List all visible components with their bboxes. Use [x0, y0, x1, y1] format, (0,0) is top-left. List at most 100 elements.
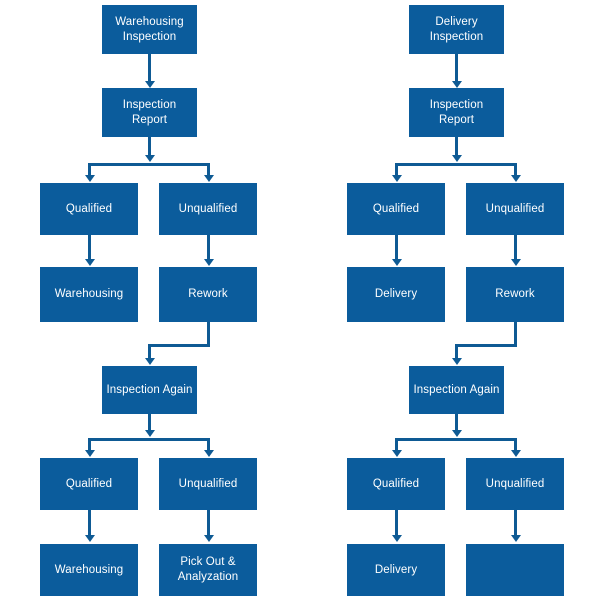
node-label: Pick Out & Analyzation	[177, 556, 239, 583]
flow-group-warehousing: Warehousing Inspection Inspection Report…	[40, 5, 257, 596]
arrowhead-down-icon	[391, 175, 402, 182]
node-rework-1[interactable]: Rework	[159, 267, 257, 322]
connector-reinspect-to-split	[455, 414, 458, 432]
node-label: Warehousing	[54, 563, 124, 576]
node-unqualified-1[interactable]: Unqualified	[466, 183, 564, 235]
node-label: Delivery Inspection	[429, 15, 484, 43]
node-qualified-1[interactable]: Qualified	[347, 183, 445, 235]
node-qualified-1[interactable]: Qualified	[40, 183, 138, 235]
node-label: Inspection Again	[106, 383, 193, 396]
connector-start-to-report	[455, 54, 458, 82]
connector-split-right-1	[514, 163, 517, 176]
connector-split-right-2	[514, 438, 517, 451]
arrowhead-down-icon	[510, 259, 521, 266]
node-label: Unqualified	[178, 477, 238, 490]
node-label: Unqualified	[178, 202, 238, 215]
connector-unqualified-to-rework-1	[207, 235, 210, 260]
node-label: Inspection Again	[413, 383, 500, 396]
arrowhead-down-icon	[510, 450, 521, 457]
connector-split-bar-1	[88, 163, 210, 166]
arrowhead-down-icon	[144, 81, 155, 88]
connector-split-left-2	[395, 438, 398, 451]
connector-rework-down	[207, 322, 210, 346]
node-label: Delivery	[374, 288, 418, 300]
connector-split-left-1	[395, 163, 398, 176]
node-inspection-report[interactable]: Inspection Report	[102, 88, 197, 137]
node-inspection-report[interactable]: Inspection Report	[409, 88, 504, 137]
connector-split-bar-2	[88, 438, 210, 441]
node-inspection-again[interactable]: Inspection Again	[409, 366, 504, 414]
arrowhead-down-icon	[203, 535, 214, 542]
node-label: Inspection Report	[122, 98, 177, 126]
arrowhead-down-icon	[84, 259, 95, 266]
arrowhead-down-icon	[203, 175, 214, 182]
connector-split-right-1	[207, 163, 210, 176]
node-label: Qualified	[65, 202, 113, 215]
arrowhead-down-icon	[144, 430, 155, 437]
node-outcome-qualified-1[interactable]: Warehousing	[40, 267, 138, 322]
node-label: Rework	[188, 288, 228, 300]
node-label: Unqualified	[485, 477, 545, 490]
arrowhead-down-icon	[451, 81, 462, 88]
connector-reinspect-to-split	[148, 414, 151, 432]
arrowhead-down-icon	[451, 430, 462, 437]
arrowhead-down-icon	[451, 155, 462, 162]
node-qualified-2[interactable]: Qualified	[40, 458, 138, 510]
node-warehousing-inspection[interactable]: Warehousing Inspection	[102, 5, 197, 54]
connector-report-to-split	[455, 137, 458, 156]
node-label: Warehousing	[54, 288, 124, 300]
node-unqualified-1[interactable]: Unqualified	[159, 183, 257, 235]
arrowhead-down-icon	[391, 450, 402, 457]
node-label: Qualified	[65, 477, 113, 490]
connector-rework-to-reinspect	[148, 344, 151, 360]
connector-unqualified-to-pickout-2	[207, 510, 210, 536]
node-pick-out-analyzation-1[interactable]: Pick Out & Analyzation	[159, 544, 257, 596]
arrowhead-down-icon	[391, 259, 402, 266]
arrowhead-down-icon	[144, 155, 155, 162]
node-outcome-qualified-2[interactable]: Warehousing	[40, 544, 138, 596]
arrowhead-down-icon	[84, 175, 95, 182]
node-label: Rework	[495, 288, 535, 300]
connector-split-bar-1	[395, 163, 517, 166]
connector-rework-across	[148, 344, 210, 347]
connector-rework-down	[514, 322, 517, 346]
node-unqualified-2[interactable]: Unqualified	[466, 458, 564, 510]
connector-qualified-to-outcome-1	[395, 235, 398, 260]
connector-rework-across	[455, 344, 517, 347]
connector-split-left-1	[88, 163, 91, 176]
node-label: Unqualified	[485, 202, 545, 215]
node-label: Warehousing Inspection	[115, 15, 184, 43]
connector-report-to-split	[148, 137, 151, 156]
connector-split-bar-2	[395, 438, 517, 441]
flow-group-delivery: Delivery Inspection Inspection Report Qu…	[307, 0, 600, 600]
connector-qualified-to-outcome-2	[88, 510, 91, 536]
arrowhead-down-icon	[203, 450, 214, 457]
node-label: Delivery	[374, 563, 418, 576]
arrowhead-down-icon	[510, 175, 521, 182]
arrowhead-down-icon	[84, 535, 95, 542]
connector-rework-to-reinspect	[455, 344, 458, 360]
node-label: Inspection Report	[429, 98, 484, 126]
node-outcome-qualified-2[interactable]: Delivery	[347, 544, 445, 596]
node-inspection-again[interactable]: Inspection Again	[102, 366, 197, 414]
node-label: Qualified	[372, 477, 420, 490]
connector-start-to-report	[148, 54, 151, 82]
connector-unqualified-to-pickout-2	[514, 510, 517, 536]
node-label: Qualified	[372, 202, 420, 215]
connector-qualified-to-outcome-2	[395, 510, 398, 536]
connector-unqualified-to-rework-1	[514, 235, 517, 260]
arrowhead-down-icon	[203, 259, 214, 266]
connector-split-right-2	[207, 438, 210, 451]
node-outcome-qualified-1[interactable]: Delivery	[347, 267, 445, 322]
arrowhead-down-icon	[84, 450, 95, 457]
arrowhead-down-icon	[451, 358, 462, 365]
arrowhead-down-icon	[144, 358, 155, 365]
node-pick-out-analyzation-1[interactable]	[466, 544, 564, 596]
node-delivery-inspection[interactable]: Delivery Inspection	[409, 5, 504, 54]
arrowhead-down-icon	[391, 535, 402, 542]
node-unqualified-2[interactable]: Unqualified	[159, 458, 257, 510]
connector-split-left-2	[88, 438, 91, 451]
node-qualified-2[interactable]: Qualified	[347, 458, 445, 510]
node-rework-1[interactable]: Rework	[466, 267, 564, 322]
